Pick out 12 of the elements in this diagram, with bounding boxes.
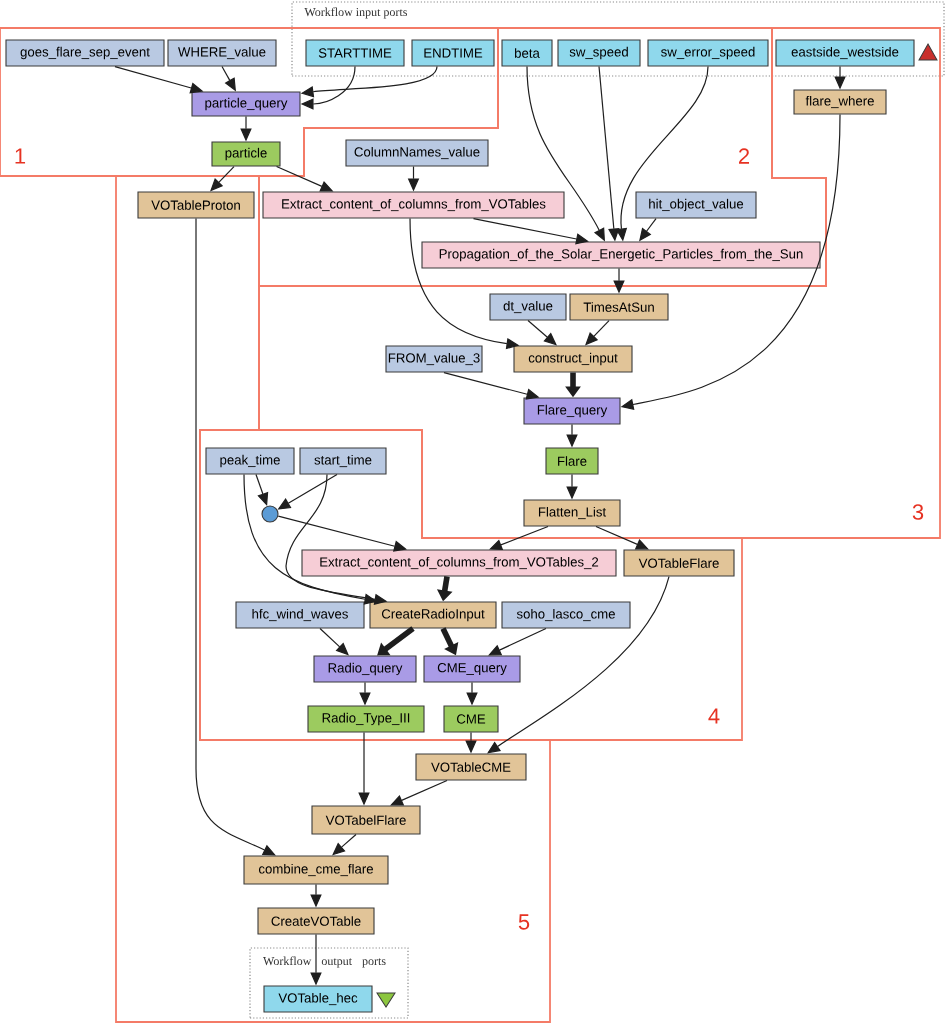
- arrow: [488, 627, 547, 656]
- arrow: [277, 515, 407, 552]
- arrow: [255, 473, 269, 506]
- arrow: [332, 833, 357, 856]
- arrow: [377, 626, 415, 656]
- arrow: [489, 525, 549, 551]
- arrow: [195, 217, 276, 856]
- arrow: [595, 525, 649, 550]
- merge-dot: [261, 505, 279, 523]
- arrow: [527, 319, 557, 346]
- arrow: [390, 779, 448, 806]
- arrow: [487, 575, 670, 754]
